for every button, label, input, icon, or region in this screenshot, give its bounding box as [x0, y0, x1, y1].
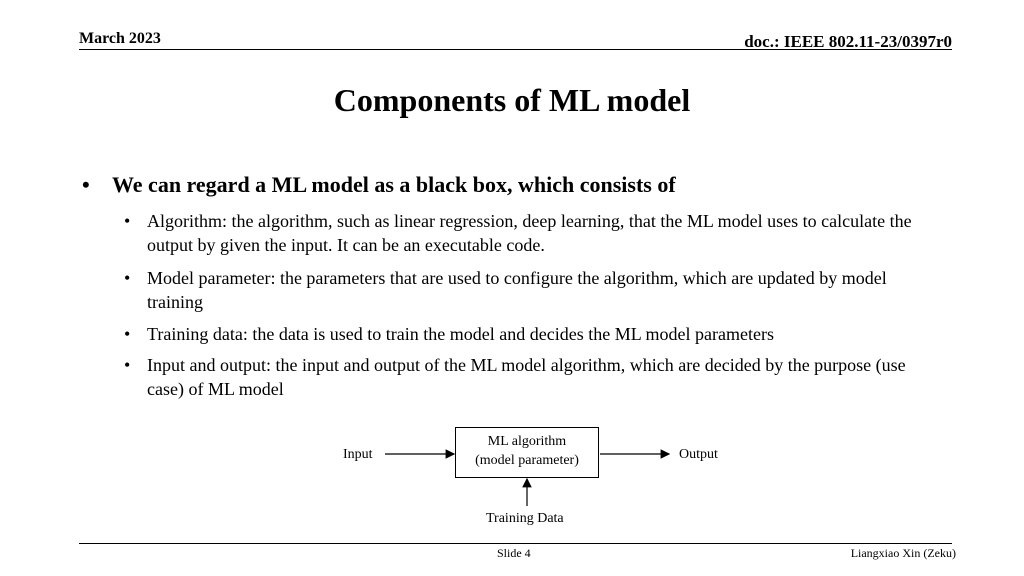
- header-date: March 2023: [79, 30, 161, 47]
- input-label: Input: [343, 447, 373, 462]
- sub-bullet-input-output: • Input and output: the input and output…: [124, 353, 944, 401]
- sub-bullet-training-data: • Training data: the data is used to tra…: [124, 322, 944, 346]
- bullet-dot-icon: •: [124, 355, 131, 375]
- footer-divider: [79, 543, 952, 544]
- sub-bullet-text: Model parameter: the parameters that are…: [147, 268, 887, 312]
- slide-number: Slide 4: [497, 546, 531, 560]
- header-divider: [79, 49, 952, 50]
- sub-bullet-text: Training data: the data is used to train…: [147, 324, 774, 344]
- diagram-arrows: [385, 449, 671, 506]
- ml-algorithm-box: ML algorithm (model parameter): [455, 427, 599, 478]
- sub-bullet-text: Input and output: the input and output o…: [147, 355, 906, 399]
- box-line-1: ML algorithm: [487, 434, 567, 449]
- header-doc-id: doc.: IEEE 802.11-23/0397r0: [744, 32, 952, 51]
- sub-bullet-algorithm: • Algorithm: the algorithm, such as line…: [124, 209, 944, 257]
- slide-title: Components of ML model: [333, 82, 691, 118]
- output-label: Output: [679, 447, 718, 462]
- bullet-dot-icon: •: [124, 324, 131, 344]
- bullet-dot-icon: •: [124, 268, 131, 288]
- bullet-dot-icon: •: [124, 211, 131, 231]
- box-line-2: (model parameter): [475, 453, 579, 468]
- footer-author: Liangxiao Xin (Zeku): [850, 546, 956, 560]
- ml-model-diagram: Input ML algorithm (model parameter) Out…: [330, 420, 750, 535]
- main-bullet: • We can regard a ML model as a black bo…: [82, 172, 676, 198]
- training-data-label: Training Data: [486, 511, 564, 526]
- sub-bullet-text: Algorithm: the algorithm, such as linear…: [147, 211, 912, 255]
- sub-bullet-model-parameter: • Model parameter: the parameters that a…: [124, 266, 944, 314]
- bullet-dot-icon: •: [82, 172, 90, 197]
- main-bullet-text: We can regard a ML model as a black box,…: [112, 172, 676, 197]
